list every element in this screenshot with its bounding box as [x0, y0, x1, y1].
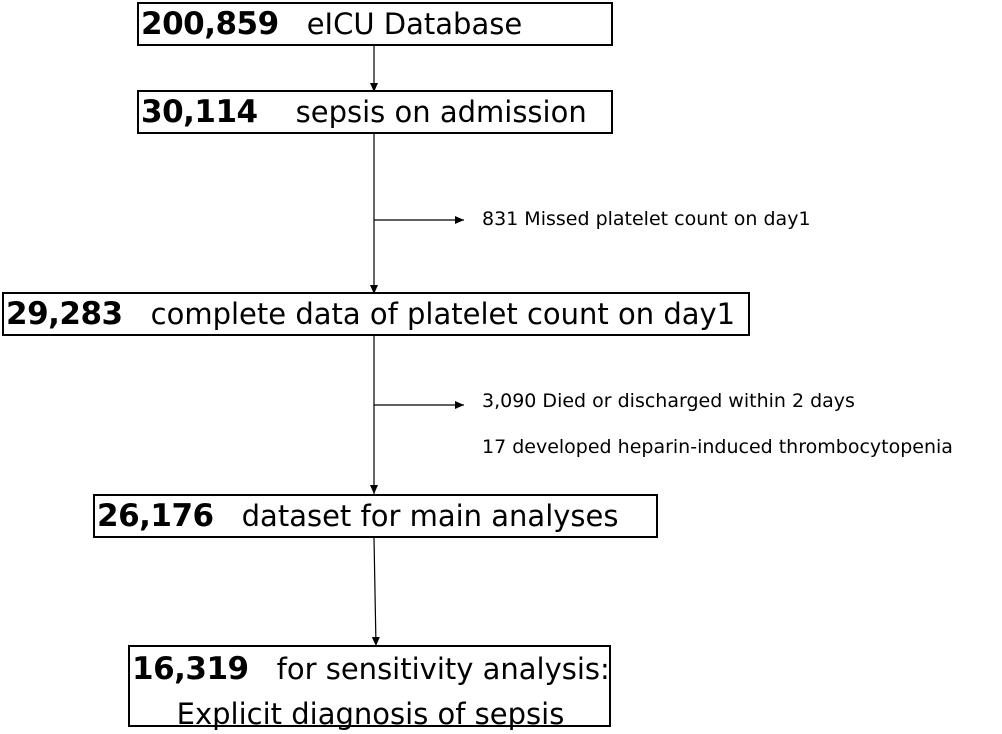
box-count: 200,859: [141, 6, 279, 42]
box-complete-platelet-data: 29,283 complete data of platelet count on…: [2, 292, 750, 336]
box-label: complete data of platelet count on day1: [150, 297, 736, 331]
box-count: 16,319: [132, 651, 249, 687]
exclusion-note-died-discharged: 3,090 Died or discharged within 2 days: [482, 390, 855, 412]
box-sepsis-on-admission: 30,114 sepsis on admission: [137, 90, 613, 134]
box-count: 26,176: [97, 498, 214, 534]
box-sensitivity-analysis: 16,319 for sensitivity analysis: Explicit…: [128, 645, 611, 731]
arrow-4-to-5: [371, 537, 380, 647]
box-main-analyses: 26,176 dataset for main analyses: [93, 494, 658, 538]
exclusion-note-heparin: 17 developed heparin-induced thrombocyto…: [482, 436, 953, 458]
exclusion-note-missed-platelet: 831 Missed platelet count on day1: [482, 208, 811, 230]
box-label: sepsis on admission: [295, 95, 587, 129]
box-label: for sensitivity analysis:: [276, 652, 610, 686]
box-label-line2: Explicit diagnosis of sepsis: [176, 697, 565, 731]
box-count: 29,283: [6, 296, 123, 332]
box-label: dataset for main analyses: [241, 499, 619, 533]
box-count: 30,114: [141, 94, 258, 130]
box-label: eICU Database: [306, 7, 523, 41]
box-ecu-database: 200,859 eICU Database: [137, 2, 613, 46]
